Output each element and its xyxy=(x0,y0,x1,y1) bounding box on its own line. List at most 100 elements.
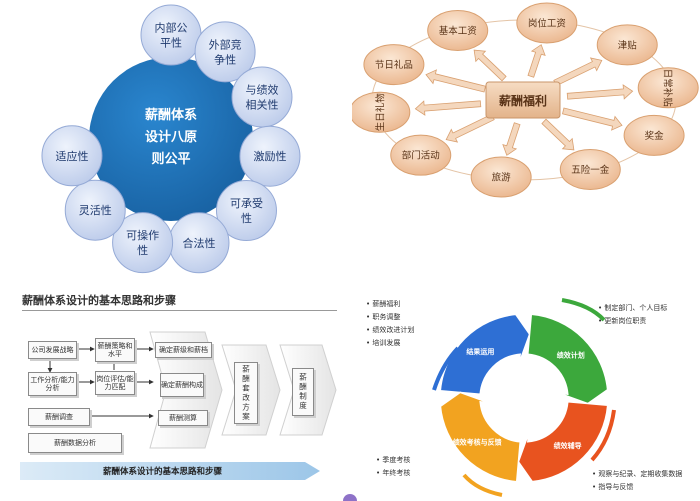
principle-flexibility: 灵活性 xyxy=(64,179,126,241)
principle-bubble xyxy=(231,66,293,128)
welfare-item-basic-salary: 基本工资 xyxy=(427,10,489,52)
welfare-arrow xyxy=(414,100,482,116)
welfare-oval xyxy=(390,134,452,176)
welfare-center-box xyxy=(485,81,561,119)
cycle-segment-performance-review xyxy=(430,391,522,483)
flow-box-measure: 薪酬测算 xyxy=(158,410,208,426)
notes-bottom-right: 观察与纪录、定期收集数据 指导与反馈 xyxy=(592,468,682,494)
principle-label: 可操作 xyxy=(126,228,159,242)
flow-box-policy: 薪酬策略和水平 xyxy=(95,338,135,362)
welfare-item-allowance: 津贴 xyxy=(596,24,658,66)
center-circle xyxy=(89,57,253,221)
cycle-label-performance-coaching: 绩效辅导 xyxy=(554,441,582,450)
note-tr-1: 更新岗位职责 xyxy=(598,315,667,328)
flow-box-data-analysis: 薪酬数据分析 xyxy=(28,433,122,453)
welfare-item-holiday-gift: 节日礼品 xyxy=(363,44,425,86)
welfare-label: 日常补贴 xyxy=(662,69,674,108)
principle-incentive: 激励性 xyxy=(239,125,301,187)
principle-label: 性 xyxy=(137,243,148,257)
cycle-segment-performance-coaching xyxy=(517,400,609,492)
principle-label: 可承受 xyxy=(230,197,263,210)
welfare-arrow xyxy=(425,69,486,93)
welfare-item-insurance: 五险一金 xyxy=(559,148,621,190)
cycle-segment-performance-plan xyxy=(526,313,618,405)
welfare-arrow xyxy=(541,118,575,151)
welfare-item-daily-subsidy: 日常补贴 xyxy=(637,67,699,109)
note-tr-0: 制定部门、个人目标 xyxy=(598,302,667,315)
flow-title: 薪酬体系设计的基本思路和步骤 xyxy=(22,294,176,307)
flow-box-job-analysis: 工作分析/能力分析 xyxy=(28,372,77,396)
welfare-label: 部门活动 xyxy=(402,150,440,162)
principle-label: 激励性 xyxy=(253,149,286,163)
principle-bubble xyxy=(215,180,277,242)
cycle-label-result-application: 结果运用 xyxy=(465,347,494,356)
principle-legality: 合法性 xyxy=(168,212,230,274)
note-br-0: 观察与纪录、定期收集数据 xyxy=(592,468,682,481)
welfare-item-position-salary: 岗位工资 xyxy=(516,2,578,44)
welfare-oval xyxy=(470,156,532,198)
welfare-label: 旅游 xyxy=(492,172,512,184)
cycle-labels: 结果运用绩效计划绩效辅导绩效考核与反馈 xyxy=(453,347,585,450)
principle-bubble xyxy=(194,21,256,83)
welfare-label: 基本工资 xyxy=(439,25,478,37)
note-bl-0: 季度考核 xyxy=(376,454,410,467)
principle-bubble xyxy=(140,4,202,66)
note-tl-2: 绩效改进计划 xyxy=(366,324,414,337)
principles-svg: 薪酬体系 设计八原 则公平 内部公平性外部竞争性与绩效相关性激励性可承受性合法性… xyxy=(41,4,301,274)
flow-box-system: 薪酬制度 xyxy=(292,368,314,416)
note-tl-1: 职务调整 xyxy=(366,311,414,324)
flow-banner-arrow xyxy=(20,462,320,480)
welfare-oval xyxy=(516,2,578,44)
welfare-label: 五险一金 xyxy=(571,164,610,176)
flow-box-structure: 确定薪酬构成 xyxy=(160,373,204,397)
principle-label: 相关性 xyxy=(245,98,278,112)
notes-bottom-left: 季度考核 年终考核 xyxy=(376,454,410,480)
center-line-3: 则公平 xyxy=(151,151,190,167)
principle-bubble xyxy=(239,125,301,187)
note-br-1: 指导与反馈 xyxy=(592,481,682,494)
welfare-item-bonus: 奖金 xyxy=(623,114,685,156)
welfare-label: 津贴 xyxy=(618,39,638,51)
principle-label: 外部竞 xyxy=(209,37,242,51)
flow-box-survey: 薪酬调查 xyxy=(28,408,90,426)
flow-box-grade: 确定薪级和薪档 xyxy=(155,342,212,358)
principle-bubble xyxy=(41,125,103,187)
welfare-center-label: 薪酬福利 xyxy=(499,93,547,108)
welfare-item-department-activity: 部门活动 xyxy=(390,134,452,176)
center-line-2: 设计八原 xyxy=(145,129,197,145)
welfare-diagram: 薪酬福利 基本工资 岗位工资津贴日常补贴奖金五险一金旅游 部门活动 生日礼物 节日礼品 xyxy=(349,0,700,200)
cycle-svg: 结果运用绩效计划绩效辅导绩效考核与反馈 xyxy=(430,298,618,497)
welfare-oval xyxy=(596,24,658,66)
principle-label: 性 xyxy=(241,211,252,225)
flow-banner: 薪酬体系设计的基本思路和步骤 xyxy=(20,462,320,480)
note-tl-3: 培训发展 xyxy=(366,337,414,350)
flow-box-strategy: 公司发展战略 xyxy=(28,341,77,359)
welfare-oval xyxy=(427,10,489,52)
note-bl-1: 年终考核 xyxy=(376,467,410,480)
welfare-arrow xyxy=(562,107,623,131)
accent-arrow-blue xyxy=(432,346,460,391)
principle-bubbles: 内部公平性外部竞争性与绩效相关性激励性可承受性合法性可操作性灵活性适应性 xyxy=(41,4,301,274)
cycle-label-performance-plan: 绩效计划 xyxy=(557,350,585,359)
welfare-item-birthday-gift: 生日礼物 xyxy=(349,91,411,133)
welfare-arrows xyxy=(414,44,634,156)
welfare-oval xyxy=(637,67,699,109)
principle-label: 灵活性 xyxy=(79,203,112,217)
flow-title-rule xyxy=(22,310,337,311)
welfare-label: 节日礼品 xyxy=(375,59,413,71)
accent-arrow-orange xyxy=(590,409,616,462)
center-line-1: 薪酬体系 xyxy=(145,107,197,123)
notes-top-right: 制定部门、个人目标 更新岗位职责 xyxy=(598,302,667,328)
welfare-item-travel: 旅游 xyxy=(470,156,532,198)
note-tl-0: 薪酬福利 xyxy=(366,298,414,311)
flow-box-reform: 薪酬套改方案 xyxy=(234,362,258,424)
salary-design-flow: 薪酬体系设计的基本思路和步骤 公司发展战 xyxy=(0,290,345,501)
welfare-arrow xyxy=(527,44,546,78)
principle-label: 争性 xyxy=(214,52,236,66)
